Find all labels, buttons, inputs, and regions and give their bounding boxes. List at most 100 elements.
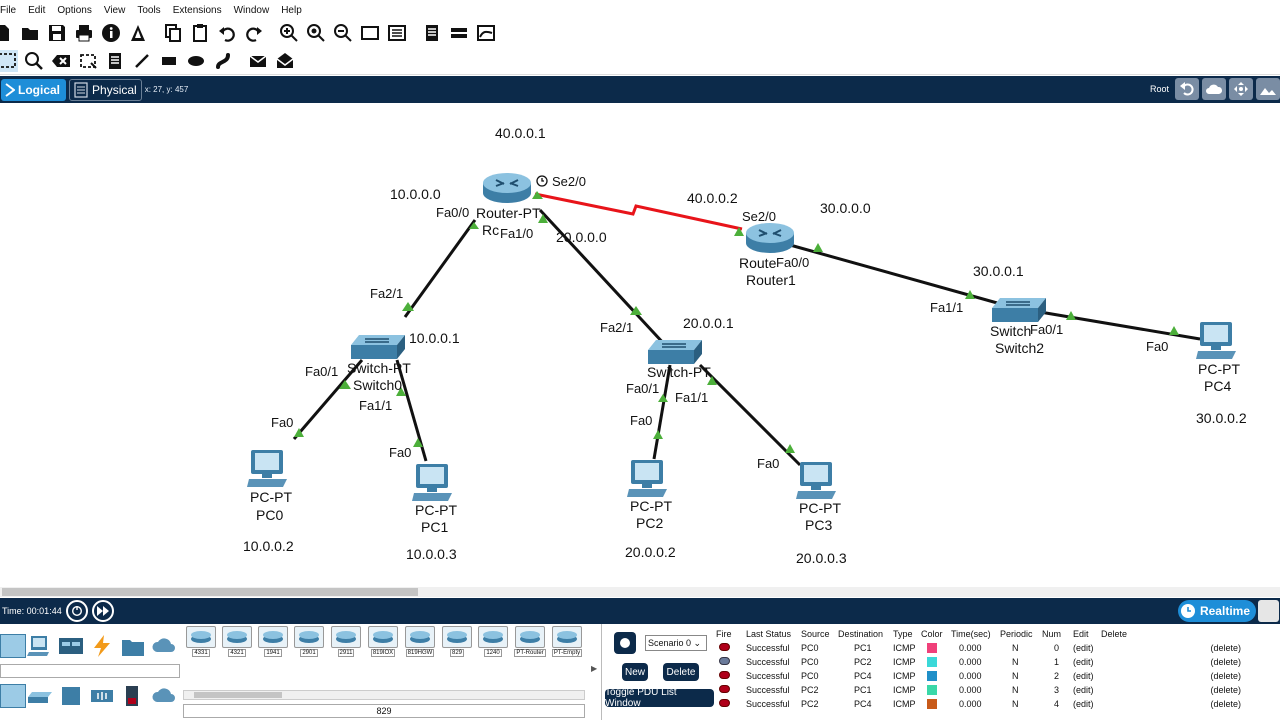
info-icon[interactable] (100, 22, 122, 44)
pc0-icon[interactable] (247, 449, 289, 492)
collapse-arrow-icon[interactable]: ▶ (591, 664, 598, 673)
draw-rectangle-icon[interactable] (158, 50, 180, 72)
menu-file[interactable]: File (0, 4, 17, 16)
network-wizard-icon[interactable] (127, 22, 149, 44)
router0-icon[interactable] (482, 171, 532, 208)
web-icon[interactable] (475, 22, 497, 44)
model-819iox[interactable]: 819IOX (367, 626, 399, 662)
zoom-reset-icon[interactable] (305, 22, 327, 44)
pdu-delete-link[interactable]: (delete) (1210, 671, 1241, 681)
tab-logical[interactable]: Logical (1, 78, 67, 101)
pdu-delete-link[interactable]: (delete) (1210, 643, 1241, 653)
power-cycle-icon[interactable] (65, 600, 88, 622)
device-search-field[interactable] (0, 664, 180, 678)
model-1240[interactable]: 1240 (477, 626, 509, 662)
switches-subcategory-icon[interactable] (27, 684, 53, 708)
custom-device-icon[interactable] (386, 22, 408, 44)
logical-workspace[interactable]: 40.0.0.1 10.0.0.0 20.0.0.0 40.0.0.2 30.0… (0, 103, 1280, 587)
fire-icon[interactable] (719, 699, 730, 707)
fast-forward-icon[interactable] (91, 600, 114, 622)
menu-view[interactable]: View (103, 4, 126, 16)
draw-ellipse-icon[interactable] (185, 50, 207, 72)
simulation-mode-icon[interactable] (1258, 600, 1279, 622)
select-icon[interactable] (0, 49, 18, 72)
scenario-info-icon[interactable] (614, 632, 636, 654)
model-pt-empty[interactable]: PT-Empty (551, 626, 583, 662)
background-image-icon[interactable] (1256, 78, 1280, 100)
pdu-edit-link[interactable]: (edit) (1073, 671, 1094, 681)
pc1-icon[interactable] (412, 463, 454, 506)
pc2-icon[interactable] (627, 459, 669, 502)
model-4331[interactable]: 4331 (185, 626, 217, 662)
menu-window[interactable]: Window (233, 4, 270, 16)
pdu-delete-link[interactable]: (delete) (1210, 699, 1241, 709)
undo-icon[interactable] (216, 22, 238, 44)
model-pt-router[interactable]: PT-Router (514, 626, 546, 662)
zoom-out-icon[interactable] (332, 22, 354, 44)
draw-line-icon[interactable] (131, 50, 153, 72)
workspace-horizontal-scrollbar[interactable] (0, 587, 1280, 597)
pdu-edit-link[interactable]: (edit) (1073, 643, 1094, 653)
model-list-scrollbar[interactable] (183, 690, 585, 700)
open-folder-icon[interactable] (19, 22, 41, 44)
pc3-icon[interactable] (796, 461, 838, 504)
link-sw1-pc3[interactable] (698, 363, 802, 467)
fire-icon[interactable] (719, 671, 730, 679)
switch1-icon[interactable] (648, 338, 704, 369)
new-file-icon[interactable] (0, 22, 14, 44)
realtime-mode-button[interactable]: Realtime (1177, 600, 1256, 622)
paste-icon[interactable] (189, 22, 211, 44)
link-r0-sw0[interactable] (403, 219, 477, 318)
switch2-icon[interactable] (992, 296, 1048, 327)
menu-extensions[interactable]: Extensions (172, 4, 222, 16)
misc-category-icon[interactable] (120, 634, 146, 658)
fire-icon[interactable] (719, 643, 730, 651)
model-scrollbar-thumb[interactable] (194, 692, 282, 698)
link-sw1-pc2[interactable] (652, 364, 672, 460)
cloud-icon[interactable] (1202, 78, 1226, 100)
device-template-icon[interactable] (448, 22, 470, 44)
wireless-subcategory-icon[interactable] (89, 684, 115, 708)
scenario-select[interactable]: Scenario 0 ⌄ (645, 635, 707, 651)
delete-scenario-button[interactable]: Delete (663, 663, 699, 681)
pdu-edit-link[interactable]: (edit) (1073, 657, 1094, 667)
multiuser-category-icon[interactable] (151, 634, 177, 658)
security-subcategory-icon[interactable] (120, 684, 146, 708)
connections-category-icon[interactable] (89, 634, 115, 658)
scrollbar-thumb[interactable] (2, 588, 418, 596)
zoom-in-icon[interactable] (278, 22, 300, 44)
print-icon[interactable] (73, 22, 95, 44)
new-scenario-button[interactable]: New (622, 663, 648, 681)
model-829[interactable]: 829 (441, 626, 473, 662)
inspect-icon[interactable] (23, 50, 45, 72)
pc4-icon[interactable] (1196, 321, 1238, 364)
model-2911[interactable]: 2911 (330, 626, 362, 662)
model-1941[interactable]: 1941 (257, 626, 289, 662)
link-sw0-pc0[interactable] (292, 359, 364, 440)
redo-icon[interactable] (243, 22, 265, 44)
copy-icon[interactable] (162, 22, 184, 44)
place-note-icon[interactable] (104, 50, 126, 72)
resize-shape-icon[interactable] (77, 50, 99, 72)
hubs-subcategory-icon[interactable] (58, 684, 84, 708)
router1-icon[interactable] (745, 221, 795, 258)
pdu-edit-link[interactable]: (edit) (1073, 685, 1094, 695)
pdu-delete-link[interactable]: (delete) (1210, 657, 1241, 667)
toggle-pdu-list-button[interactable]: Toggle PDU List Window (605, 687, 714, 709)
link-serial-r0-r1[interactable] (534, 192, 743, 231)
fire-icon[interactable] (719, 685, 730, 693)
menu-help[interactable]: Help (281, 4, 302, 16)
end-devices-category-icon[interactable] (27, 634, 53, 658)
notes-icon[interactable] (421, 22, 443, 44)
link-r0-sw1[interactable] (538, 208, 668, 348)
tab-physical[interactable]: Physical (69, 78, 142, 101)
network-devices-category-icon[interactable] (0, 634, 26, 658)
model-4321[interactable]: 4321 (221, 626, 253, 662)
drawing-palette-icon[interactable] (359, 22, 381, 44)
components-category-icon[interactable] (58, 634, 84, 658)
model-819hgw[interactable]: 819HGW (404, 626, 436, 662)
complex-pdu-icon[interactable] (274, 50, 296, 72)
save-icon[interactable] (46, 22, 68, 44)
freeform-icon[interactable] (212, 50, 234, 72)
routers-subcategory-icon[interactable] (0, 684, 26, 708)
